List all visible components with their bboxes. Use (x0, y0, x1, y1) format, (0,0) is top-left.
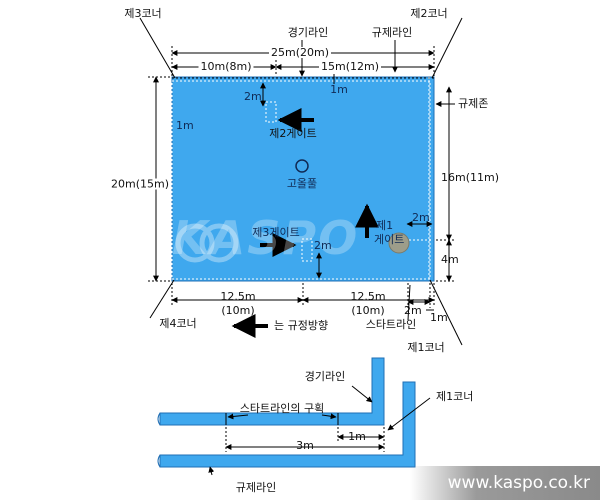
top-1m-label: 1m (330, 83, 348, 96)
gate2-2m-label: 2m (244, 90, 262, 103)
goal-pool-circle (295, 159, 309, 173)
detail-start-pointer-1 (227, 413, 249, 420)
half-left-label: 12.5m (220, 290, 256, 303)
gate1-2m-label: 2m (412, 211, 430, 224)
corner3-line (139, 17, 176, 79)
gate1-marker (388, 232, 410, 254)
half-right-sub-label: (10m) (351, 304, 385, 317)
footer-bar: www.kaspo.co.kr (410, 466, 600, 500)
left-1m-label: 1m (176, 119, 194, 132)
corner2-label: 제2코너 (410, 7, 448, 20)
footer-url[interactable]: www.kaspo.co.kr (447, 473, 590, 493)
gate3-2m-label: 2m (314, 239, 332, 252)
gate3-label: 제3게이트 (252, 226, 300, 239)
bottom-2m-label: 2m (404, 304, 422, 317)
gate1-label-line2: 게이트 (374, 233, 405, 246)
detail-rule-line-label: 규제라인 (235, 481, 277, 494)
half-left-sub-label: (10m) (221, 304, 255, 317)
inner-dotted-outline (171, 80, 431, 280)
detail-start-section-label: 스타트라인의 구획 (239, 402, 325, 415)
goal-pool-label: 고올풀 (286, 177, 318, 190)
bottom-1m-label: 1m (430, 311, 448, 324)
gate3-box (301, 238, 313, 262)
total-length-label: 25m(20m) (268, 46, 332, 59)
right-width-label: 16m(11m) (440, 171, 500, 184)
corner3-label: 제3코너 (124, 7, 162, 20)
four-m-label: 4m (441, 253, 459, 266)
width-label: 20m(15m) (108, 177, 172, 191)
half-right-label: 12.5m (350, 290, 386, 303)
detail-race-line-label: 경기라인 (304, 370, 346, 383)
corner1-line (429, 279, 463, 346)
kaspo-watermark: KASPO (172, 211, 360, 265)
corner4-line (149, 279, 175, 319)
start-line-label: 스타트라인 (365, 318, 417, 331)
detail-lower-end-cap (157, 454, 161, 468)
gate1-label-line1: 제1 (376, 219, 394, 232)
detail-corner1-label: 제1코너 (436, 390, 474, 403)
detail-corner1-pointer (387, 397, 431, 431)
right-length-label: 15m(12m) (318, 60, 382, 73)
gate2-box (265, 101, 277, 123)
direction-label: 는 규정방향 (274, 319, 329, 332)
corner1-label: 제1코너 (407, 341, 445, 354)
start-line-pointer (407, 284, 411, 321)
detail-upper-end-cap (157, 412, 161, 426)
detail-rule-line-pointer (208, 466, 215, 476)
corner2-line (431, 17, 463, 79)
gate2-label: 제2게이트 (269, 127, 317, 140)
race-line-label: 경기라인 (287, 26, 329, 39)
rule-zone-label: 규제존 (458, 97, 489, 110)
detail-one-m-label: 1m (348, 430, 366, 443)
left-length-label: 10m(8m) (198, 60, 254, 73)
detail-start-pointer-2 (321, 413, 337, 420)
rule-line-label: 규제라인 (371, 26, 413, 39)
detail-three-m-label: 3m (296, 439, 314, 452)
detail-race-line-pointer (351, 385, 373, 403)
watermark-rings (175, 223, 239, 263)
corner4-label: 제4코너 (159, 317, 197, 330)
